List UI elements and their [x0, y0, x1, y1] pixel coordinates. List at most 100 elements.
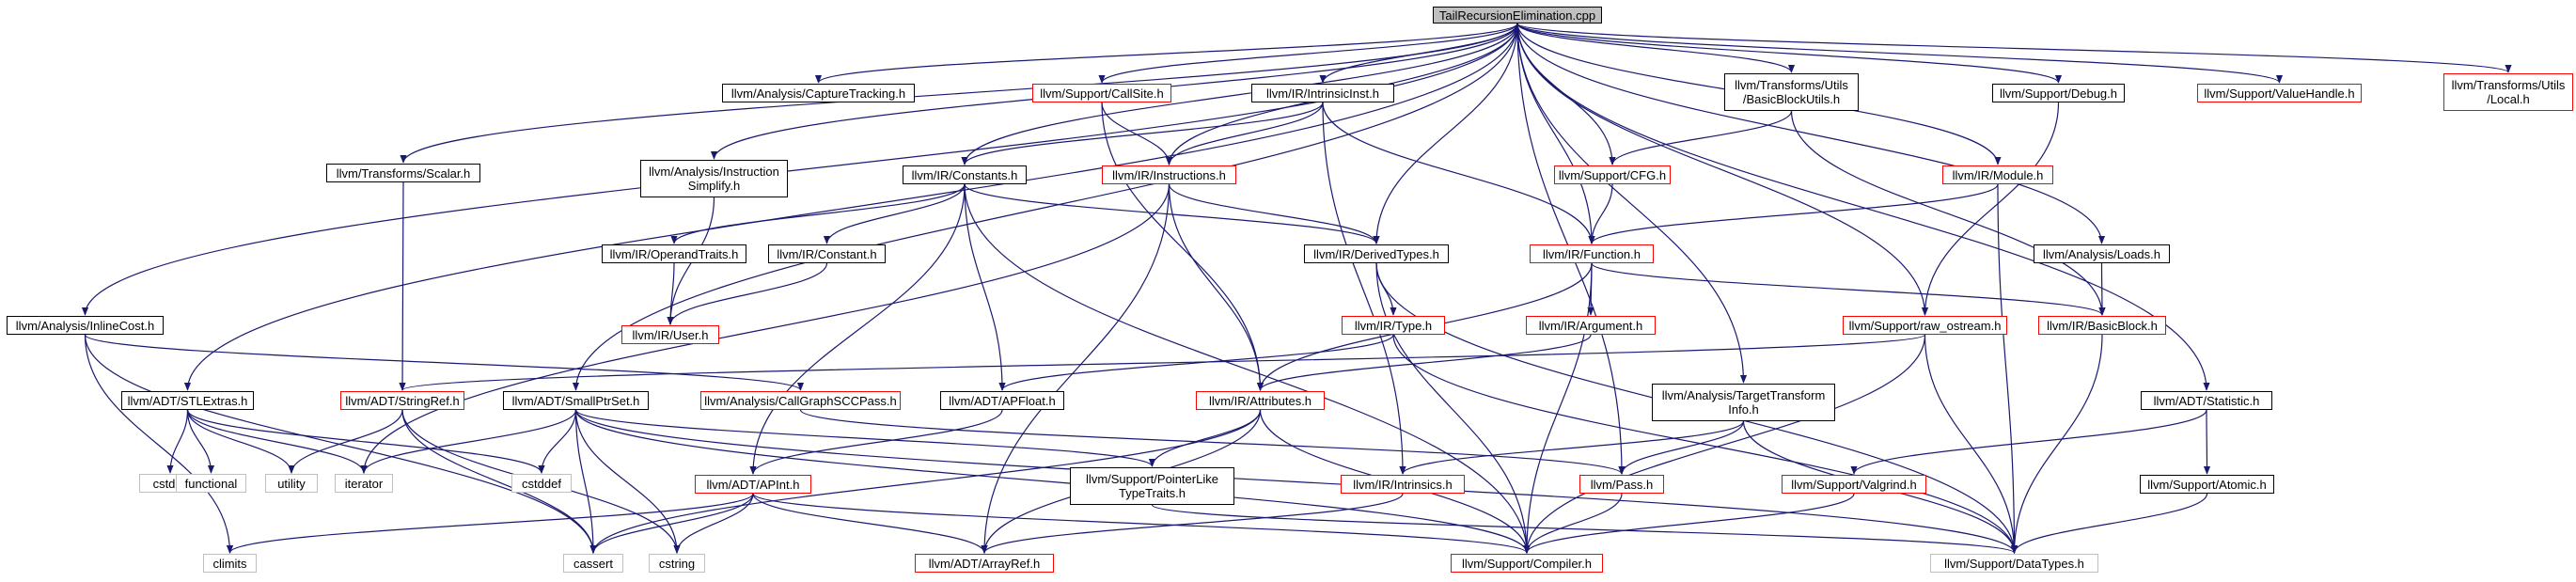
edge-pointerlike-to-datatypes: [1151, 504, 2018, 554]
edge-root-to-tulocal: [1516, 23, 2512, 73]
edge-smallptrset-to-cstddef: [538, 409, 577, 474]
edge-root-to-statistic: [1516, 23, 2210, 391]
node-atomic-h[interactable]: llvm/Support/Atomic.h: [2140, 475, 2274, 494]
edge-instructions-to-derivedtypes: [1168, 183, 1380, 244]
node-module-h[interactable]: llvm/IR/Module.h: [1942, 165, 2053, 184]
node-compiler-h[interactable]: llvm/Support/Compiler.h: [1451, 554, 1603, 573]
edge-apint-to-climits: [227, 493, 754, 554]
edge-smallptrset-to-iterator: [360, 409, 577, 474]
node-debug-h[interactable]: llvm/Support/Debug.h: [1992, 84, 2125, 102]
node-cassert[interactable]: cassert: [563, 554, 623, 573]
node-transforms-scalar-h[interactable]: llvm/Transforms/Scalar.h: [326, 164, 480, 182]
edge-apint-to-arrayref: [752, 493, 988, 554]
edge-root-to-derivedtypes: [1373, 23, 1518, 244]
edge-root-to-stlextras: [183, 23, 1518, 391]
node-inlinecost-h[interactable]: llvm/Analysis/InlineCost.h: [7, 316, 164, 335]
edge-atomic-to-datatypes: [2010, 493, 2208, 554]
edge-tti-to-pass: [1618, 420, 1745, 475]
edge-root-to-valuehandle: [1516, 23, 2283, 84]
node-callgraphsccpass-h[interactable]: llvm/Analysis/CallGraphSCCPass.h: [700, 391, 901, 410]
node-valgrind-h[interactable]: llvm/Support/Valgrind.h: [1782, 475, 1926, 494]
node-instructions-h[interactable]: llvm/IR/Instructions.h: [1102, 165, 1236, 184]
node-basicblock-h[interactable]: llvm/IR/BasicBlock.h: [2038, 316, 2166, 335]
edge-root-to-bbutils: [1516, 23, 1795, 73]
node-capturetracking-h[interactable]: llvm/Analysis/CaptureTracking.h: [722, 84, 915, 102]
node-utils-local-h[interactable]: llvm/Transforms/Utils /Local.h: [2443, 73, 2573, 111]
node-operandtraits-h[interactable]: llvm/IR/OperandTraits.h: [602, 244, 746, 263]
node-arrayref-h[interactable]: llvm/ADT/ArrayRef.h: [915, 554, 1054, 573]
edge-bbutils-to-basicblock: [1790, 110, 2106, 316]
node-stlextras-h[interactable]: llvm/ADT/STLExtras.h: [121, 391, 254, 410]
edge-root-to-capture: [815, 23, 1518, 84]
node-stringref-h[interactable]: llvm/ADT/StringRef.h: [340, 391, 464, 410]
edge-rawostream-to-datatypes: [1924, 334, 2018, 554]
edge-stlextras-to-cstdlib: [166, 409, 189, 474]
node-argument-h[interactable]: llvm/IR/Argument.h: [1526, 316, 1656, 335]
edge-constants-to-compiler: [964, 183, 1531, 554]
node-user-h[interactable]: llvm/IR/User.h: [621, 325, 719, 344]
node-basicblockutils-h[interactable]: llvm/Transforms/Utils /BasicBlockUtils.h: [1724, 73, 1859, 111]
node-functional[interactable]: functional: [176, 474, 246, 493]
node-function-h[interactable]: llvm/IR/Function.h: [1530, 244, 1654, 263]
edge-tti-to-intrinsics: [1399, 420, 1745, 475]
edge-derivedtypes-to-type: [1375, 262, 1397, 316]
node-cstddef[interactable]: cstddef: [511, 474, 572, 493]
node-utility[interactable]: utility: [265, 474, 318, 493]
edge-root-to-cfg: [1516, 23, 1616, 165]
node-valuehandle-h[interactable]: llvm/Support/ValueHandle.h: [2197, 84, 2362, 102]
node-attributes-h[interactable]: llvm/IR/Attributes.h: [1196, 391, 1325, 410]
node-callsite-h[interactable]: llvm/Support/CallSite.h: [1032, 84, 1171, 102]
node-constants-h[interactable]: llvm/IR/Constants.h: [903, 165, 1027, 184]
node-pass-h[interactable]: llvm/Pass.h: [1579, 475, 1664, 494]
node-pointerliketypetraits-h[interactable]: llvm/Support/PointerLike TypeTraits.h: [1070, 467, 1234, 505]
node-apfloat-h[interactable]: llvm/ADT/APFloat.h: [940, 391, 1064, 410]
edge-cfg-to-function: [1588, 183, 1613, 244]
edge-derivedtypes-to-compiler: [1375, 262, 1531, 554]
edge-stlextras-to-utility: [186, 409, 295, 474]
node-instructionsimplify-h[interactable]: llvm/Analysis/Instruction Simplify.h: [640, 160, 788, 197]
edge-callgraphscc-to-pass: [799, 409, 1626, 475]
edge-stlextras-to-iterator: [186, 409, 368, 474]
edge-rawostream-to-compiler: [1523, 334, 1926, 554]
edge-module-to-function: [1588, 183, 1999, 244]
edge-instructions-to-iterator: [360, 183, 1170, 474]
node-cfg-h[interactable]: llvm/Support/CFG.h: [1554, 165, 1671, 184]
node-smallptrset-h[interactable]: llvm/ADT/SmallPtrSet.h: [503, 391, 649, 410]
edge-constants-to-apfloat: [964, 183, 1006, 391]
edge-type-to-apfloat: [998, 334, 1394, 391]
node-datatypes-h[interactable]: llvm/Support/DataTypes.h: [1930, 554, 2098, 573]
edge-function-to-basicblock: [1591, 262, 2106, 316]
edge-root-to-intrinsicinst: [1319, 23, 1518, 84]
node-derivedtypes-h[interactable]: llvm/IR/DerivedTypes.h: [1304, 244, 1449, 263]
edge-pass-to-compiler: [1523, 493, 1623, 554]
edge-bbutils-to-cfg: [1609, 110, 1793, 165]
edge-root-to-loads: [1516, 23, 2106, 244]
edge-module-to-datatypes: [1997, 183, 2018, 554]
edge-constant-to-user: [667, 262, 828, 325]
edge-intrinsicinst-to-intrinsics: [1322, 102, 1406, 475]
node-raw-ostream-h[interactable]: llvm/Support/raw_ostream.h: [1843, 316, 2007, 335]
node-intrinsics-h[interactable]: llvm/IR/Intrinsics.h: [1341, 475, 1465, 494]
node-cstring[interactable]: cstring: [649, 554, 705, 573]
node-apint-h[interactable]: llvm/ADT/APInt.h: [695, 475, 811, 494]
node-type-h[interactable]: llvm/IR/Type.h: [1342, 316, 1445, 335]
edge-scalar-to-stringref: [399, 181, 406, 391]
node-iterator[interactable]: iterator: [335, 474, 393, 493]
edge-apint-to-cassert: [589, 493, 754, 554]
node-targettransforminfo-h[interactable]: llvm/Analysis/TargetTransform Info.h: [1652, 384, 1835, 421]
edge-smallptrset-to-pointerlike: [574, 409, 1155, 467]
edge-constants-to-apint: [749, 183, 966, 475]
node-statistic-h[interactable]: llvm/ADT/Statistic.h: [2141, 391, 2272, 410]
edge-intrinsicinst-to-function: [1322, 102, 1595, 244]
node-constant-h[interactable]: llvm/IR/Constant.h: [768, 244, 886, 263]
edge-basicblock-to-datatypes: [2010, 334, 2103, 554]
edge-debug-to-rawostream: [1921, 102, 2060, 316]
node-intrinsicinst-h[interactable]: llvm/IR/IntrinsicInst.h: [1251, 84, 1394, 102]
edge-root-to-callsite: [1098, 23, 1518, 84]
node-loads-h[interactable]: llvm/Analysis/Loads.h: [2034, 244, 2170, 263]
edge-constants-to-constant: [823, 183, 966, 244]
edge-type-to-datatypes: [1392, 334, 2018, 554]
node-tailrecursionelimination-cpp[interactable]: TailRecursionElimination.cpp: [1433, 7, 1602, 24]
node-climits[interactable]: climits: [203, 554, 257, 573]
